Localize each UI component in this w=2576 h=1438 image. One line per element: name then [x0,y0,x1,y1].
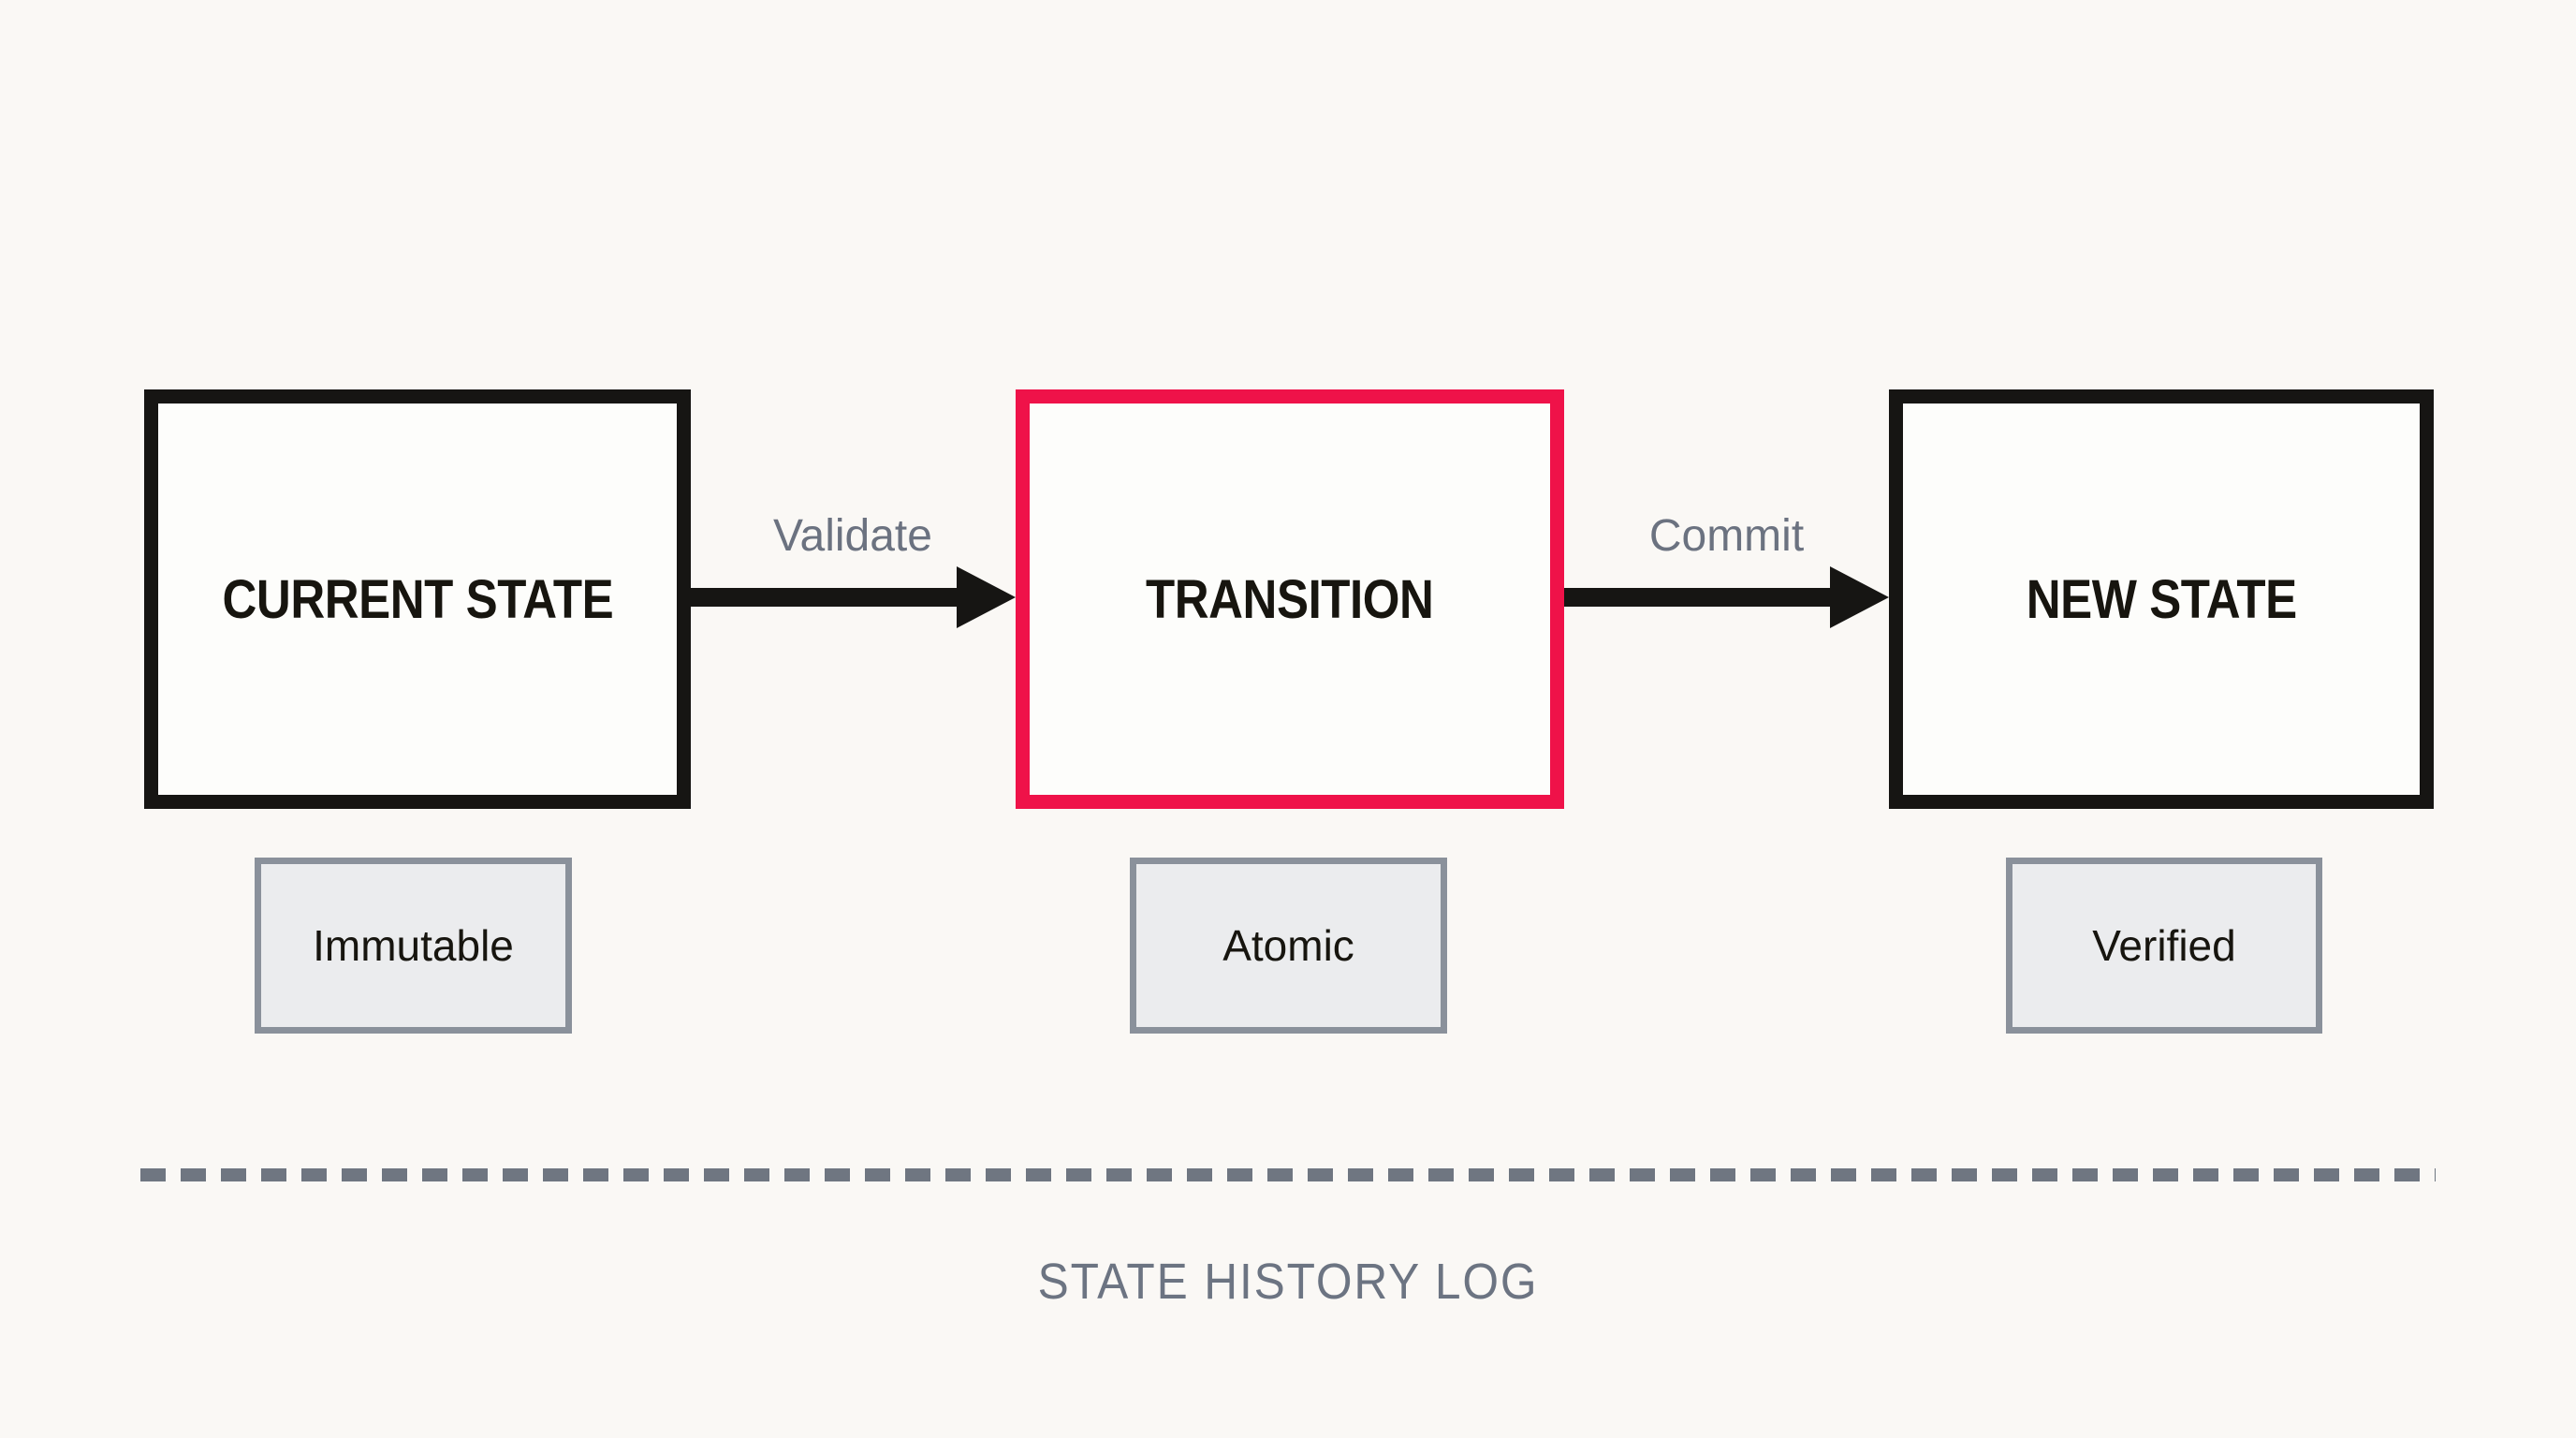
node-new-state: NEW STATE [1889,389,2434,809]
edge-validate-label: Validate [773,511,932,561]
history-log-label: STATE HISTORY LOG [1037,1254,1539,1310]
badge-atomic-label: Atomic [1222,921,1354,970]
arrow-head-right-icon [1830,566,1889,628]
node-current-state: CURRENT STATE [144,389,691,809]
edge-validate: Validate [690,389,1016,809]
arrow-head-right-icon [957,566,1016,628]
node-current-state-label: CURRENT STATE [222,568,613,630]
edge-commit: Commit [1564,389,1889,809]
history-dashed-divider [140,1168,2436,1181]
badge-verified-label: Verified [2092,921,2236,970]
node-transition-label: TRANSITION [1146,568,1434,630]
badge-atomic: Atomic [1130,858,1447,1034]
arrow-shaft [690,588,964,607]
badge-immutable-label: Immutable [313,921,514,970]
arrow-shaft [1564,588,1837,607]
badge-verified: Verified [2006,858,2322,1034]
edge-commit-label: Commit [1648,511,1805,561]
node-new-state-label: NEW STATE [2026,568,2297,630]
badge-immutable: Immutable [255,858,572,1034]
node-transition: TRANSITION [1016,389,1564,809]
